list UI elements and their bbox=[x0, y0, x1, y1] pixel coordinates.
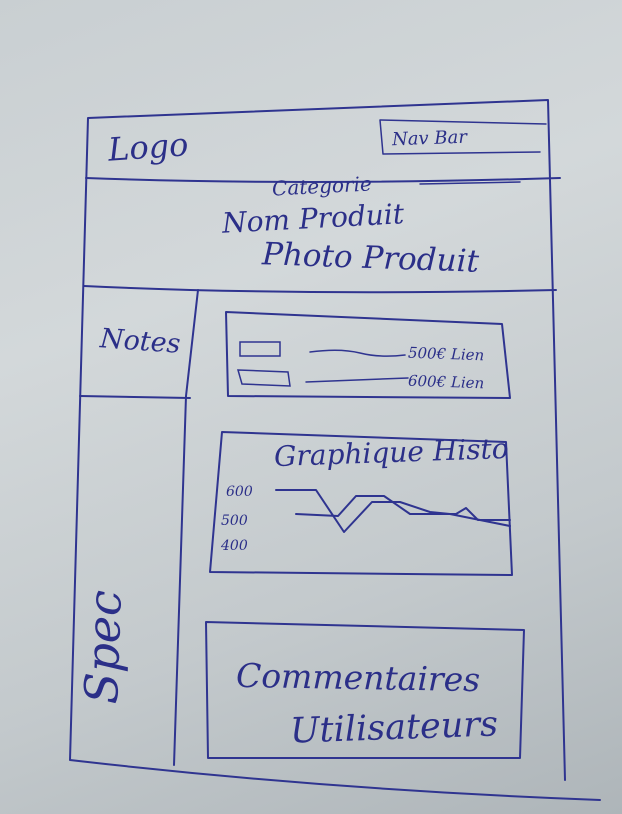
offer-line-1 bbox=[309, 349, 406, 357]
chart-series-1 bbox=[275, 489, 511, 533]
offer-price-2[interactable]: 600€ Lien bbox=[407, 371, 485, 393]
notes-label: Notes bbox=[99, 323, 182, 360]
page-frame bbox=[69, 99, 601, 801]
chart-y-tick: 400 bbox=[221, 538, 248, 554]
comments-title-line1: Commentaires bbox=[235, 655, 481, 700]
sidebar-divider bbox=[173, 289, 199, 766]
offer-line-2 bbox=[305, 377, 409, 383]
chart-y-tick: 500 bbox=[221, 513, 248, 529]
offer-image-2 bbox=[236, 369, 291, 387]
comments-title-line2: Utilisateurs bbox=[289, 704, 499, 752]
chart-series-2 bbox=[295, 495, 511, 521]
comments-box bbox=[205, 621, 525, 759]
offer-image-1 bbox=[239, 341, 281, 357]
logo[interactable]: Logo bbox=[106, 125, 190, 169]
chart-box bbox=[209, 431, 513, 576]
product-photo-placeholder: Photo Produit bbox=[261, 236, 480, 280]
hero-divider bbox=[83, 285, 557, 294]
nav-bar-button[interactable]: Nav Bar bbox=[391, 126, 468, 151]
spec-label: Spec bbox=[74, 589, 132, 705]
offer-price-1[interactable]: 500€ Lien bbox=[407, 343, 485, 365]
offers-box bbox=[225, 311, 511, 399]
header-divider bbox=[85, 177, 561, 183]
notes-spec-divider bbox=[79, 395, 191, 399]
chart-y-tick: 600 bbox=[226, 484, 253, 500]
nav-bar-box bbox=[379, 119, 547, 155]
